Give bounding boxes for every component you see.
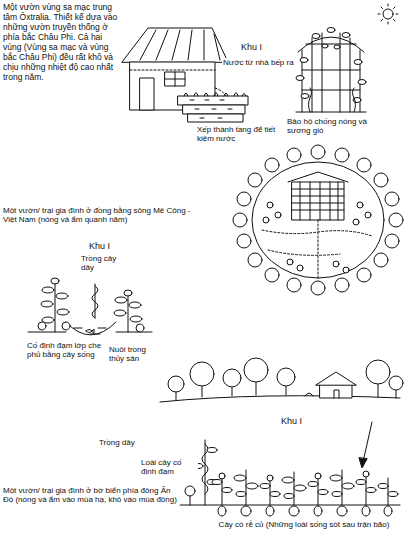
callout-label: Xếp thành tầng để tiết kiệm nước	[196, 125, 282, 144]
tiered-beds	[178, 93, 248, 123]
description-note: Một vườn/ trại gia đình ở bờ biển phía đ…	[2, 486, 180, 505]
callout-label: Nuôi trồng thủy sản	[108, 345, 160, 364]
pond-scene	[28, 278, 152, 335]
sun	[378, 4, 398, 24]
callout-label: Nước từ nhà bếp ra	[222, 58, 296, 67]
callout-label: Trồng cây dây	[80, 254, 122, 273]
callout-label: Trồng dây	[98, 438, 160, 447]
callout-label: Bảo hộ chống nóng và sương gió	[286, 117, 372, 136]
garden-plan	[233, 145, 403, 295]
arbor	[296, 28, 366, 113]
zone-label: Khu I	[280, 416, 322, 427]
pointer-arrow	[359, 422, 372, 468]
zone-label: Khu I	[240, 42, 282, 53]
description-note: Một vườn/ trại gia đình ở đồng bằng sông…	[2, 206, 200, 225]
zone-label: Khu I	[88, 241, 130, 252]
callout-label: Cố định đạm lớp che phủ bằng cây sống	[26, 341, 108, 360]
landscape	[160, 358, 403, 402]
callout-label: Loài cây cố định đạm	[140, 458, 198, 477]
callout-label: Cây có rễ củ (Những loài sống sót sau tr…	[208, 520, 400, 529]
root-crops	[180, 440, 400, 516]
description-note: Một vườn vùng sa mạc trung tâm Ôxtralia.…	[2, 2, 120, 82]
